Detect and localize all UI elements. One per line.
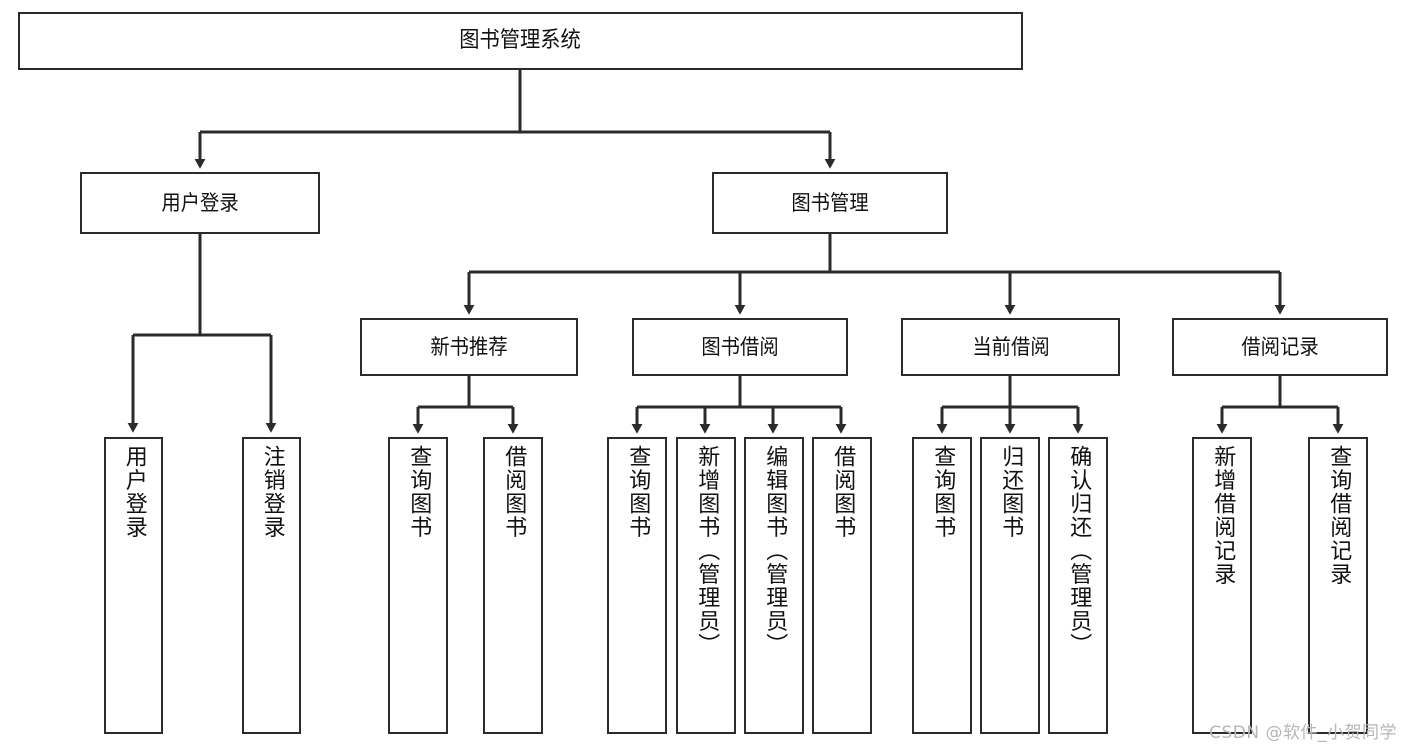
node-label: 归还图书 <box>998 445 1024 539</box>
node-label: 借阅图书 <box>830 445 856 539</box>
node-book-management[interactable]: 图书管理 <box>712 172 948 234</box>
node-label: 查询图书 <box>406 445 432 539</box>
node-label: 查询图书 <box>930 445 956 539</box>
leaf-add-borrow-record[interactable]: 新增借阅记录 <box>1192 437 1252 734</box>
node-label: 用户登录 <box>121 445 147 539</box>
node-new-book-recommend[interactable]: 新书推荐 <box>360 318 578 376</box>
node-label: 新增借阅记录 <box>1210 445 1236 586</box>
node-borrow-record[interactable]: 借阅记录 <box>1172 318 1388 376</box>
node-label: 借阅记录 <box>1241 334 1319 359</box>
leaf-return-book[interactable]: 归还图书 <box>980 437 1040 734</box>
node-label: 查询借阅记录 <box>1326 445 1352 586</box>
csdn-watermark: CSDN @软件_小贺同学 <box>1209 723 1397 743</box>
node-label: 确认归还（管理员） <box>1066 445 1092 657</box>
leaf-query-book-recommend[interactable]: 查询图书 <box>388 437 448 734</box>
node-label: 借阅图书 <box>501 445 527 539</box>
node-label: 用户登录 <box>161 190 239 215</box>
node-label: 图书管理系统 <box>459 28 582 54</box>
node-book-borrow[interactable]: 图书借阅 <box>632 318 848 376</box>
node-user-login[interactable]: 用户登录 <box>80 172 320 234</box>
leaf-edit-book-admin[interactable]: 编辑图书（管理员） <box>744 437 804 734</box>
node-label: 编辑图书（管理员） <box>762 445 788 657</box>
node-label: 查询图书 <box>625 445 651 539</box>
leaf-query-borrow-record[interactable]: 查询借阅记录 <box>1308 437 1368 734</box>
leaf-logout[interactable]: 注销登录 <box>242 437 301 734</box>
leaf-user-login[interactable]: 用户登录 <box>104 437 163 734</box>
leaf-add-book-admin[interactable]: 新增图书（管理员） <box>676 437 736 734</box>
node-current-borrow[interactable]: 当前借阅 <box>901 318 1120 376</box>
leaf-query-book-borrow[interactable]: 查询图书 <box>607 437 667 734</box>
node-label: 新书推荐 <box>430 334 508 359</box>
node-label: 当前借阅 <box>971 334 1050 359</box>
leaf-borrow-book-recommend[interactable]: 借阅图书 <box>483 437 543 734</box>
node-label: 图书管理 <box>791 190 869 215</box>
leaf-query-book-current[interactable]: 查询图书 <box>912 437 972 734</box>
leaf-borrow-book[interactable]: 借阅图书 <box>812 437 872 734</box>
node-label: 注销登录 <box>259 445 285 539</box>
node-label: 新增图书（管理员） <box>694 445 720 657</box>
node-label: 图书借阅 <box>701 334 779 359</box>
node-root-book-management-system[interactable]: 图书管理系统 <box>18 12 1023 70</box>
leaf-confirm-return-admin[interactable]: 确认归还（管理员） <box>1048 437 1108 734</box>
